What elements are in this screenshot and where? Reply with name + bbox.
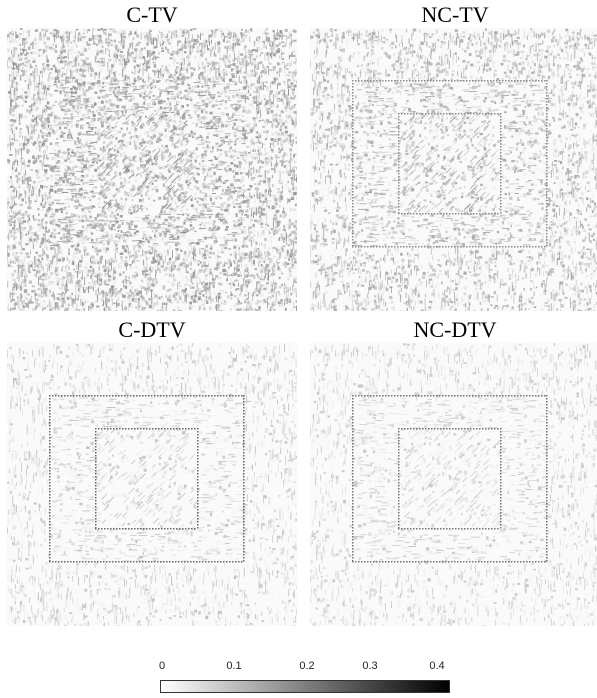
colorbar-ticks: 0 0.1 0.2 0.3 0.4 bbox=[150, 660, 450, 676]
image-c-dtv bbox=[7, 343, 297, 626]
colorbar-tick: 0.2 bbox=[299, 660, 315, 672]
colorbar-tick: 0.1 bbox=[226, 660, 242, 672]
colorbar-tick: 0.4 bbox=[429, 660, 445, 672]
panel-title-nc-dtv: NC-DTV bbox=[413, 317, 497, 342]
image-nc-dtv bbox=[310, 343, 597, 626]
panel-title-nc-tv: NC-TV bbox=[421, 2, 489, 27]
colorbar-tick: 0.3 bbox=[362, 660, 378, 672]
colorbar bbox=[160, 680, 450, 693]
panel-title-c-dtv: C-DTV bbox=[118, 317, 186, 342]
image-nc-tv bbox=[310, 28, 597, 311]
image-c-tv bbox=[7, 28, 297, 311]
colorbar-tick: 0 bbox=[158, 660, 166, 672]
panel-title-c-tv: C-TV bbox=[126, 2, 178, 27]
